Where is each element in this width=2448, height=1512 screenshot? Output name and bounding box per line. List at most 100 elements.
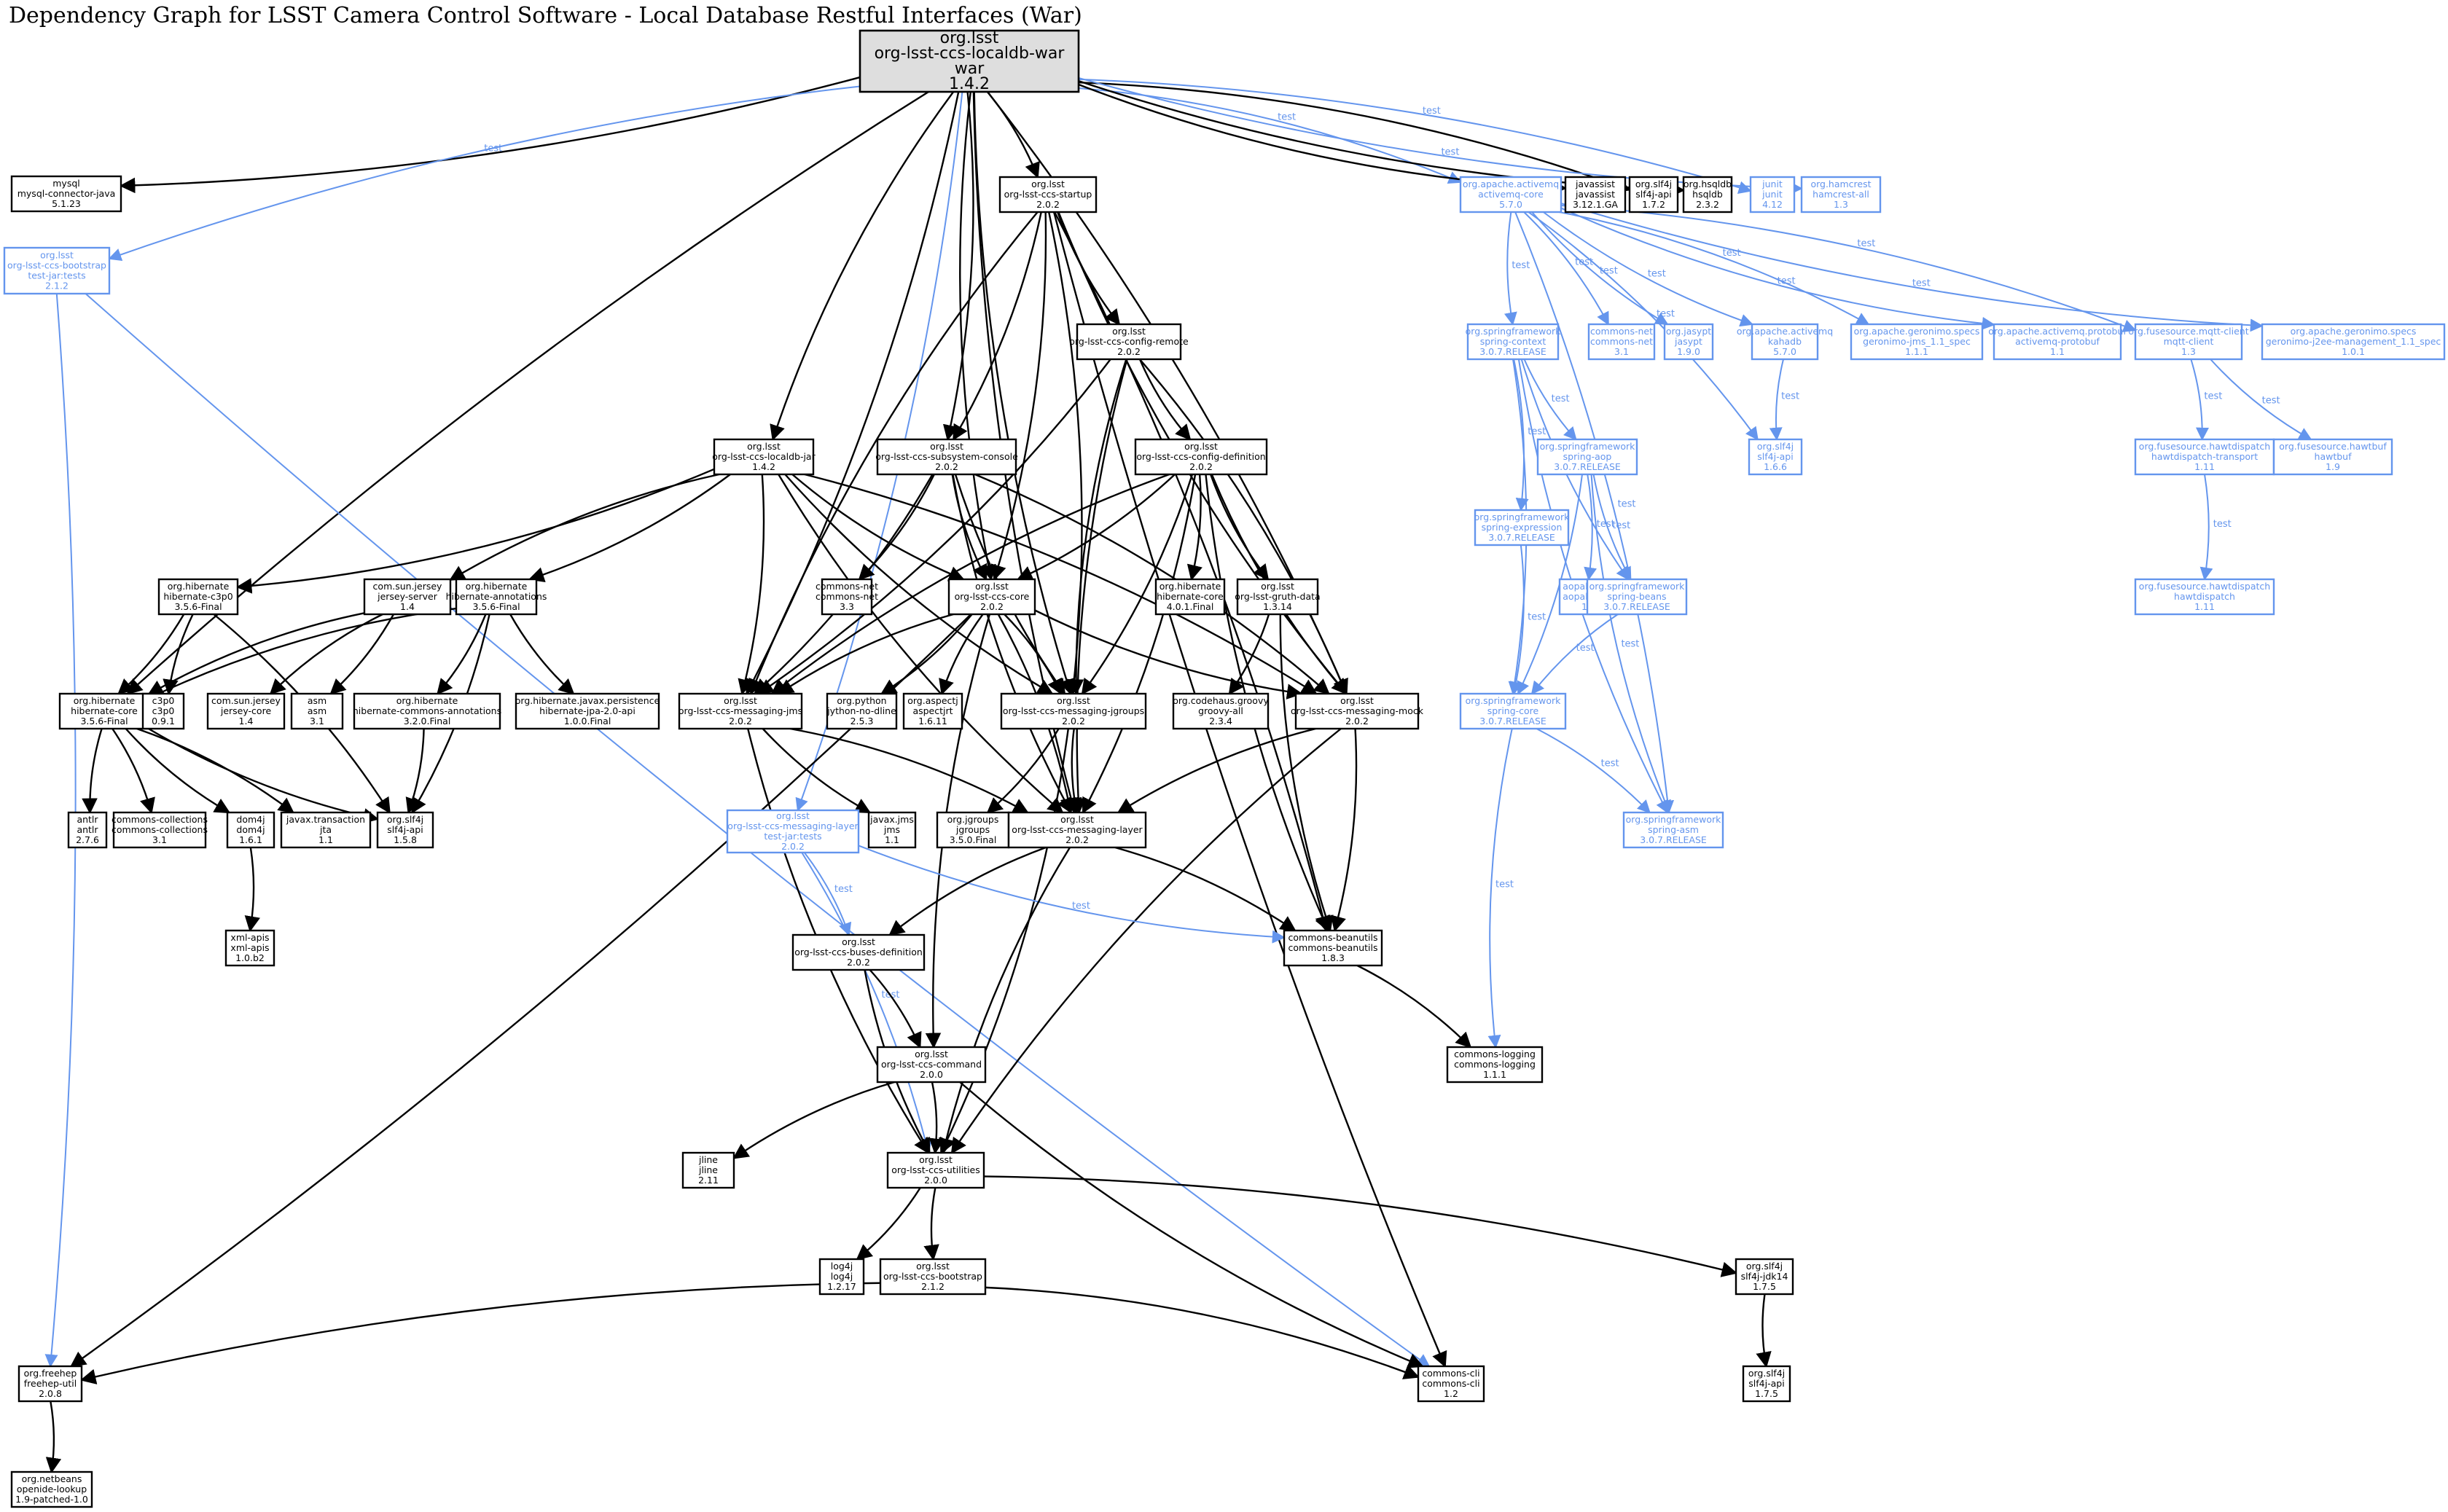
node-label-commons_net_31-1: commons-net — [1590, 336, 1653, 347]
node-label-jython-1: jython-no-dline — [826, 705, 896, 716]
node-spring_beans: org.springframeworkspring-beans3.0.7.REL… — [1586, 578, 1688, 616]
node-label-hawtbuf-2: 1.9 — [2326, 461, 2340, 472]
node-label-log4j-2: 1.2.17 — [827, 1281, 856, 1292]
edge-msg_jgroups-to-msg_layer — [1065, 728, 1082, 815]
node-box-junit — [1749, 176, 1796, 214]
edge-msg_layer-to-utilities — [938, 847, 1071, 1155]
edge-activemq_core-to-geronimo_jms — [1558, 211, 1870, 325]
edge-utilities-to-slf4j_jdk14 — [983, 1175, 1738, 1277]
graph-title: Dependency Graph for LSST Camera Control… — [9, 3, 1082, 28]
node-label-geronimo_jms-2: 1.1.1 — [1905, 346, 1928, 357]
edge-startup-to-msg_jms — [748, 211, 1039, 696]
edge-root-to-startup — [986, 91, 1040, 179]
node-activemq_protobuf: org.apache.activemq.protobufactivemq-pro… — [1988, 323, 2127, 361]
node-geronimo_j2ee: org.apache.geronimo.specsgeronimo-j2ee-m… — [2261, 323, 2446, 361]
node-label-config_def-2: 2.0.2 — [1189, 461, 1213, 472]
node-label-commons_coll-0: commons-collections — [112, 814, 208, 825]
node-label-slf4j_158-2: 1.5.8 — [394, 834, 417, 845]
edge-config_def-to-msg_jgroups — [1081, 474, 1194, 695]
node-label-slf4j_172-2: 1.7.2 — [1642, 199, 1665, 210]
node-label-commons_cli-2: 1.2 — [1444, 1388, 1458, 1399]
edge-jersey_server-to-jersey_core — [269, 613, 383, 695]
edge-label-activemq_core-to-activemq_protobuf: test — [1778, 275, 1796, 286]
node-label-config_def-0: org.lsst — [1184, 441, 1218, 452]
edge-spring_context-to-spring_aop — [1523, 359, 1577, 441]
node-label-msg_layer_tests-0: org.lsst — [776, 810, 810, 821]
edge-label-activemq_core-to-kahadb: test — [1648, 268, 1666, 279]
node-box-openide — [10, 1470, 93, 1508]
node-label-slf4j_jdk14-1: slf4j-jdk14 — [1741, 1271, 1788, 1282]
node-label-slf4j_166-0: org.slf4j — [1757, 441, 1794, 452]
node-label-junit-0: junit — [1761, 179, 1783, 189]
nodes-layer: org.lsstorg-lsst-ccs-localdb-warwar1.4.2… — [3, 29, 2446, 1508]
edge-label-mqtt-to-hawtbuf: test — [2262, 396, 2280, 407]
node-box-msg_jms — [678, 692, 803, 730]
node-label-msg_layer_tests-3: 2.0.2 — [781, 841, 805, 852]
node-label-commons_net_31-0: commons-net — [1590, 326, 1653, 337]
edge-ccs_bootstrap-to-commons_cli — [985, 1286, 1420, 1379]
edge-config_def-to-ccs_core — [1016, 474, 1176, 581]
node-label-startup-1: org-lsst-ccs-startup — [1004, 189, 1092, 200]
edge-activemq_core-to-commons_net_31 — [1523, 211, 1609, 326]
node-label-bootstrap_tests-0: org.lsst — [40, 250, 74, 261]
node-label-jline-0: jline — [698, 1154, 718, 1165]
node-spring_expression: org.springframeworkspring-expression3.0.… — [1474, 509, 1570, 547]
edge-root-to-junit — [1078, 78, 1752, 194]
node-label-log4j-1: log4j — [831, 1271, 853, 1282]
node-label-dom4j-2: 1.6.1 — [239, 834, 262, 845]
node-bootstrap_tests: org.lsstorg-lsst-ccs-bootstraptest-jar:t… — [3, 246, 111, 295]
node-box-ccs_core — [947, 578, 1036, 616]
edge-localdb_jar-to-msg_jms — [738, 474, 765, 696]
node-label-freehep-0: org.freehep — [24, 1368, 77, 1379]
edge-ccs_bootstrap-to-freehep — [79, 1282, 881, 1384]
edge-startup-to-subsystem_console — [953, 211, 1042, 441]
node-hawtdispatch: org.fusesource.hawtdispatchhawtdispatch1… — [2134, 578, 2275, 616]
node-label-mysql-0: mysql — [52, 178, 80, 189]
node-box-mysql — [10, 175, 122, 213]
edge-hib_core3-to-jta — [136, 727, 294, 814]
edge-mqtt-to-hawtbuf — [2210, 359, 2312, 440]
node-box-ccs_bootstrap — [879, 1258, 987, 1296]
node-label-openide-1: openide-lookup — [17, 1484, 87, 1495]
node-label-jta-0: javax.transaction — [286, 814, 365, 825]
edge-label-root-to-hamcrest: test — [1441, 146, 1459, 157]
node-box-geronimo_j2ee — [2261, 323, 2446, 361]
node-label-geronimo_jms-1: geronimo-jms_1.1_spec — [1863, 336, 1971, 347]
node-label-slf4j_166-1: slf4j-api — [1757, 451, 1793, 462]
node-box-spring_aop — [1536, 438, 1638, 476]
node-label-activemq_protobuf-1: activemq-protobuf — [2015, 336, 2100, 347]
node-label-jython-0: org.python — [837, 695, 886, 706]
edge-ccs_core-to-aspectj — [939, 614, 984, 696]
edge-activemq_core-to-kahadb — [1543, 211, 1754, 327]
node-label-slf4j_158-1: slf4j-api — [387, 824, 423, 835]
node-label-kahadb-1: kahadb — [1768, 336, 1802, 347]
node-box-jta — [280, 811, 372, 849]
edge-startup-to-commons_cli — [1052, 211, 1447, 1368]
edge-label-activemq_core-to-spring_context: test — [1512, 260, 1530, 271]
node-label-slf4j_172-1: slf4j-api — [1635, 189, 1671, 200]
node-label-msg_jms-0: org.lsst — [724, 695, 757, 706]
edge-gruth-to-beanutils — [1279, 614, 1334, 933]
node-label-bootstrap_tests-2: test-jar:tests — [28, 270, 85, 281]
node-label-buses_def-1: org-lsst-ccs-buses-definition — [794, 947, 923, 957]
node-label-slf4j_175-2: 1.7.5 — [1755, 1388, 1778, 1399]
node-box-msg_jgroups — [1000, 692, 1147, 730]
edge-ccs_core-to-msg_jms — [777, 613, 954, 695]
edge-beanutils-to-commons_logging — [1356, 964, 1472, 1049]
node-label-spring_asm-2: 3.0.7.RELEASE — [1640, 834, 1707, 845]
node-label-root-1: org-lsst-ccs-localdb-war — [875, 44, 1065, 63]
node-label-startup-0: org.lsst — [1031, 179, 1065, 189]
node-label-spring_asm-0: org.springframework — [1626, 814, 1721, 825]
node-box-hib_core3 — [58, 692, 150, 730]
node-label-commons_cli-1: commons-cli — [1422, 1378, 1479, 1389]
node-config_def: org.lsstorg-lsst-ccs-config-definition2.… — [1134, 438, 1268, 476]
